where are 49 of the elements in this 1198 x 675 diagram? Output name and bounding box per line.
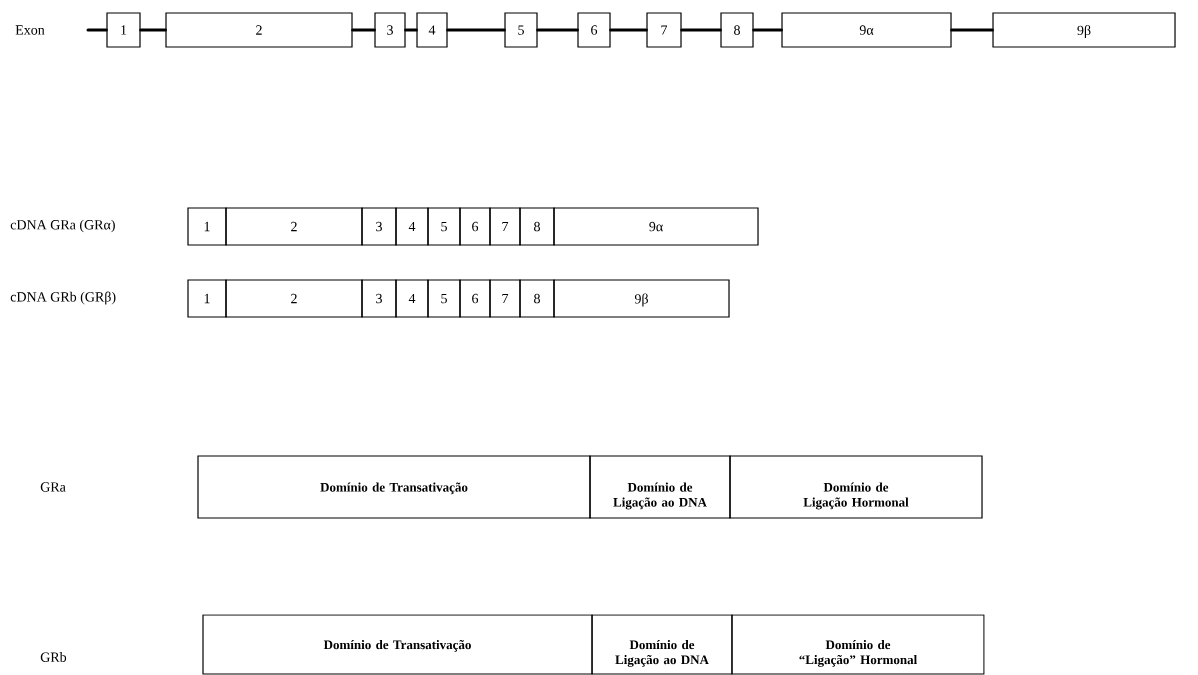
- exon-box: 8: [519, 207, 555, 246]
- domain-box: Domínio de Transativação: [197, 455, 591, 519]
- domain-box: Domínio de Transativação: [202, 614, 593, 675]
- intron-line: [139, 28, 167, 32]
- intron-line: [536, 28, 579, 32]
- row-label: cDNA GRb (GRβ): [10, 291, 116, 305]
- exon-box: 7: [489, 207, 521, 246]
- domain-box: Domínio de Ligação Hormonal: [729, 455, 983, 519]
- intron-line: [752, 28, 783, 32]
- exon-box: 8: [519, 279, 555, 318]
- intron-line: [86, 28, 108, 32]
- exon-box: 9β: [553, 279, 730, 318]
- intron-line: [609, 28, 648, 32]
- exon-box: 9β: [992, 12, 1176, 48]
- exon-box: 5: [504, 12, 538, 48]
- intron-line: [446, 28, 506, 32]
- exon-box: 7: [646, 12, 682, 48]
- domain-box: Domínio de “Ligação” Hormonal: [731, 614, 985, 675]
- row-label: GRb: [40, 652, 67, 662]
- exon-box: 9α: [781, 12, 952, 48]
- row-label: GRa: [40, 482, 66, 492]
- domain-box: Domínio de Ligação ao DNA: [591, 614, 733, 675]
- exon-box: 5: [427, 207, 461, 246]
- exon-box: 2: [165, 12, 353, 48]
- intron-line: [950, 28, 994, 32]
- exon-box: 1: [106, 12, 141, 48]
- exon-box: 4: [395, 279, 429, 318]
- row-label: cDNA GRa (GRα): [10, 219, 115, 233]
- exon-box: 5: [427, 279, 461, 318]
- domain-box: Domínio de Ligação ao DNA: [589, 455, 731, 519]
- intron-line: [404, 28, 418, 32]
- exon-box: 2: [225, 279, 363, 318]
- exon-box: 4: [416, 12, 448, 48]
- exon-box: 3: [361, 279, 397, 318]
- exon-box: 6: [459, 207, 491, 246]
- exon-box: 6: [459, 279, 491, 318]
- intron-line: [351, 28, 376, 32]
- exon-box: 3: [361, 207, 397, 246]
- exon-box: 3: [374, 12, 406, 48]
- intron-line: [680, 28, 722, 32]
- row-label: Exon: [15, 25, 45, 35]
- exon-box: 7: [489, 279, 521, 318]
- exon-box: 8: [720, 12, 754, 48]
- exon-box: 4: [395, 207, 429, 246]
- exon-box: 9α: [553, 207, 759, 246]
- exon-box: 2: [225, 207, 363, 246]
- exon-box: 1: [187, 207, 227, 246]
- exon-box: 6: [577, 12, 611, 48]
- exon-box: 1: [187, 279, 227, 318]
